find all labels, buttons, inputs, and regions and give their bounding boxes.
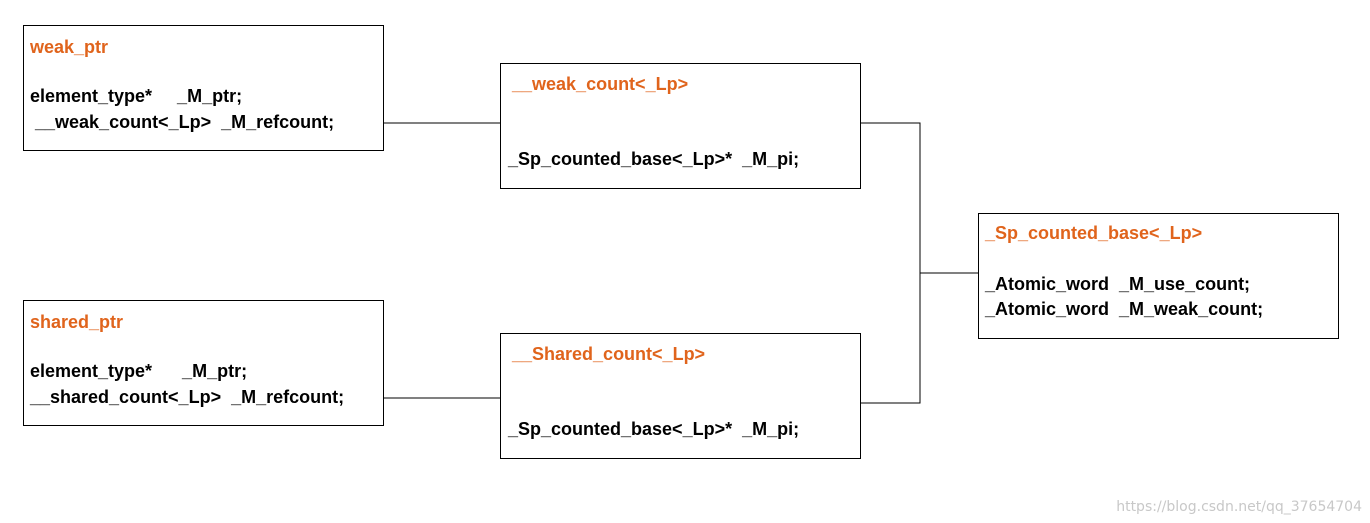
weak-count-title: __weak_count<_Lp> bbox=[512, 74, 689, 94]
shared-count-member-pi: _Sp_counted_base<_Lp>* _M_pi; bbox=[508, 419, 800, 439]
shared-count-title: __Shared_count<_Lp> bbox=[512, 344, 706, 364]
shared-ptr-member-refcount: __shared_count<_Lp> _M_refcount; bbox=[30, 387, 345, 407]
connector-weak-count-branch bbox=[860, 122, 921, 273]
shared-ptr-title: shared_ptr bbox=[30, 312, 124, 332]
shared-count-box: __Shared_count<_Lp> _Sp_counted_base<_Lp… bbox=[500, 333, 861, 459]
weak-count-box: __weak_count<_Lp> _Sp_counted_base<_Lp>*… bbox=[500, 63, 861, 189]
sp-counted-base-use-count: _Atomic_word _M_use_count; bbox=[985, 274, 1251, 294]
sp-counted-base-weak-count: _Atomic_word _M_weak_count; bbox=[985, 299, 1264, 319]
shared-ptr-box: shared_ptr element_type* _M_ptr; __share… bbox=[23, 300, 384, 426]
weak-count-member-pi: _Sp_counted_base<_Lp>* _M_pi; bbox=[508, 149, 800, 169]
weak-ptr-title: weak_ptr bbox=[30, 37, 109, 57]
weak-ptr-member-refcount: __weak_count<_Lp> _M_refcount; bbox=[30, 112, 335, 132]
shared-ptr-member-ptr: element_type* _M_ptr; bbox=[30, 361, 248, 381]
watermark: https://blog.csdn.net/qq_37654704 bbox=[1116, 499, 1362, 515]
sp-counted-base-box: _Sp_counted_base<_Lp> _Atomic_word _M_us… bbox=[978, 213, 1339, 339]
sp-counted-base-title: _Sp_counted_base<_Lp> bbox=[985, 223, 1203, 243]
weak-ptr-box: weak_ptr element_type* _M_ptr; __weak_co… bbox=[23, 25, 384, 151]
connector-shared-count-branch bbox=[860, 273, 921, 404]
weak-ptr-member-ptr: element_type* _M_ptr; bbox=[30, 86, 243, 106]
